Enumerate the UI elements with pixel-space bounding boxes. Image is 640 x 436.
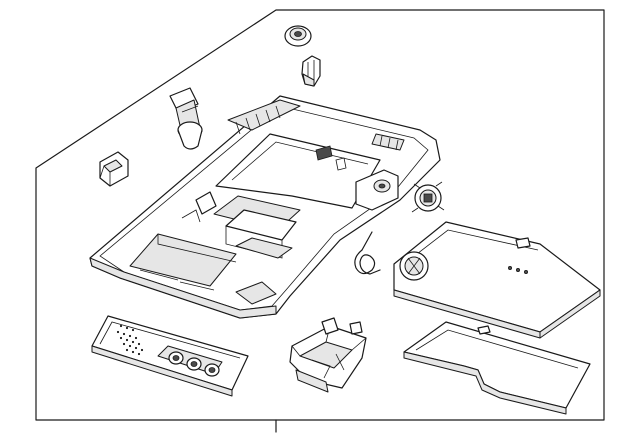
- retainer-clip: [301, 55, 321, 87]
- grommet: [284, 25, 312, 47]
- small-clip: [99, 151, 129, 187]
- frame-outline: [35, 9, 605, 421]
- switch-bezel: [91, 315, 249, 397]
- lamp-socket: [411, 181, 445, 213]
- module-cover: [393, 221, 601, 339]
- torsion-spring: [354, 231, 381, 275]
- mounting-bracket: [289, 317, 367, 393]
- bulb-socket: [169, 87, 203, 150]
- overhead-console-housing: [89, 95, 441, 319]
- trim-panel: [403, 321, 591, 415]
- grille-dots: [116, 324, 144, 356]
